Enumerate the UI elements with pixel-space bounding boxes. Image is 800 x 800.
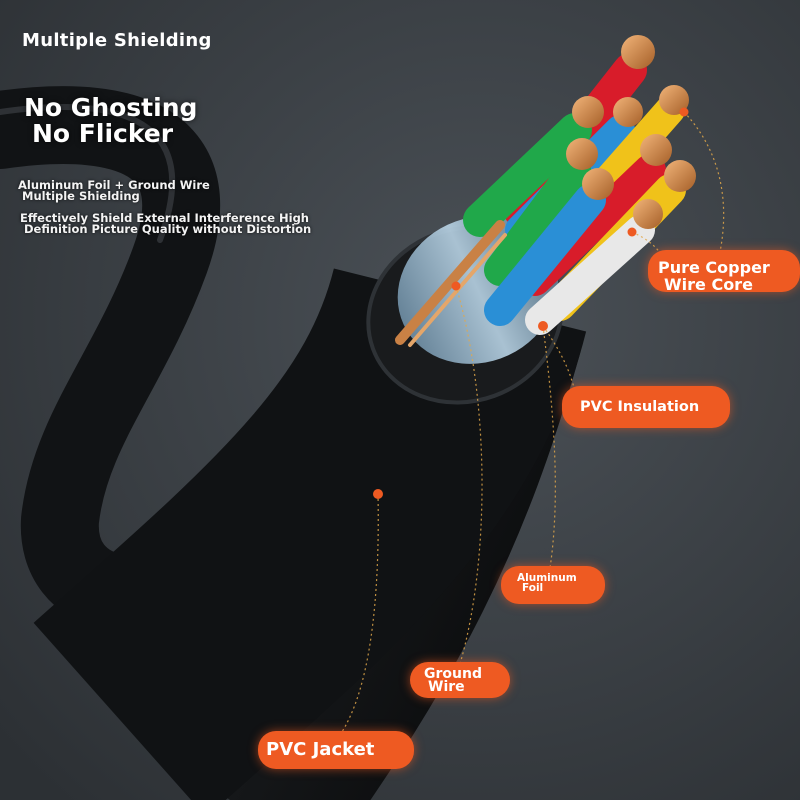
description-line-1: Aluminum Foil + Ground Wire xyxy=(18,178,210,192)
headline-no-flicker: No Flicker xyxy=(32,119,174,148)
cable-loop-highlight xyxy=(0,104,176,243)
callout-aluminum-foil-line-1: Aluminum xyxy=(517,572,577,584)
callout-pvc-jacket: PVC Jacket xyxy=(258,731,414,769)
headline-no-ghosting: No Ghosting xyxy=(24,93,198,122)
callout-aluminum-foil: Aluminum Foil xyxy=(501,566,605,604)
callout-aluminum-foil-line-2: Foil xyxy=(522,582,544,594)
callout-ground-wire: Ground Wire xyxy=(410,662,510,698)
description-line-4: Definition Picture Quality without Disto… xyxy=(24,222,312,236)
wire-bundle xyxy=(463,53,686,335)
headline-title: Multiple Shielding xyxy=(22,30,212,51)
callout-dots xyxy=(373,107,689,499)
callout-pvc-jacket-label: PVC Jacket xyxy=(266,739,375,760)
callout-pvc-insulation: PVC Insulation xyxy=(562,386,730,428)
callout-pvc-insulation-label: PVC Insulation xyxy=(580,399,700,415)
callout-leaders xyxy=(339,111,725,736)
callout-ground-wire-line-1: Ground xyxy=(424,666,482,682)
callout-pure-copper-line-2: Wire Core xyxy=(664,275,753,294)
callout-pure-copper: Pure Copper Wire Core xyxy=(648,250,800,294)
description-line-3: Effectively Shield External Interference… xyxy=(20,211,309,225)
copper-cores xyxy=(566,35,696,229)
callout-pure-copper-line-1: Pure Copper xyxy=(658,258,770,277)
callout-ground-wire-line-2: Wire xyxy=(428,679,465,695)
description-line-2: Multiple Shielding xyxy=(22,189,140,203)
